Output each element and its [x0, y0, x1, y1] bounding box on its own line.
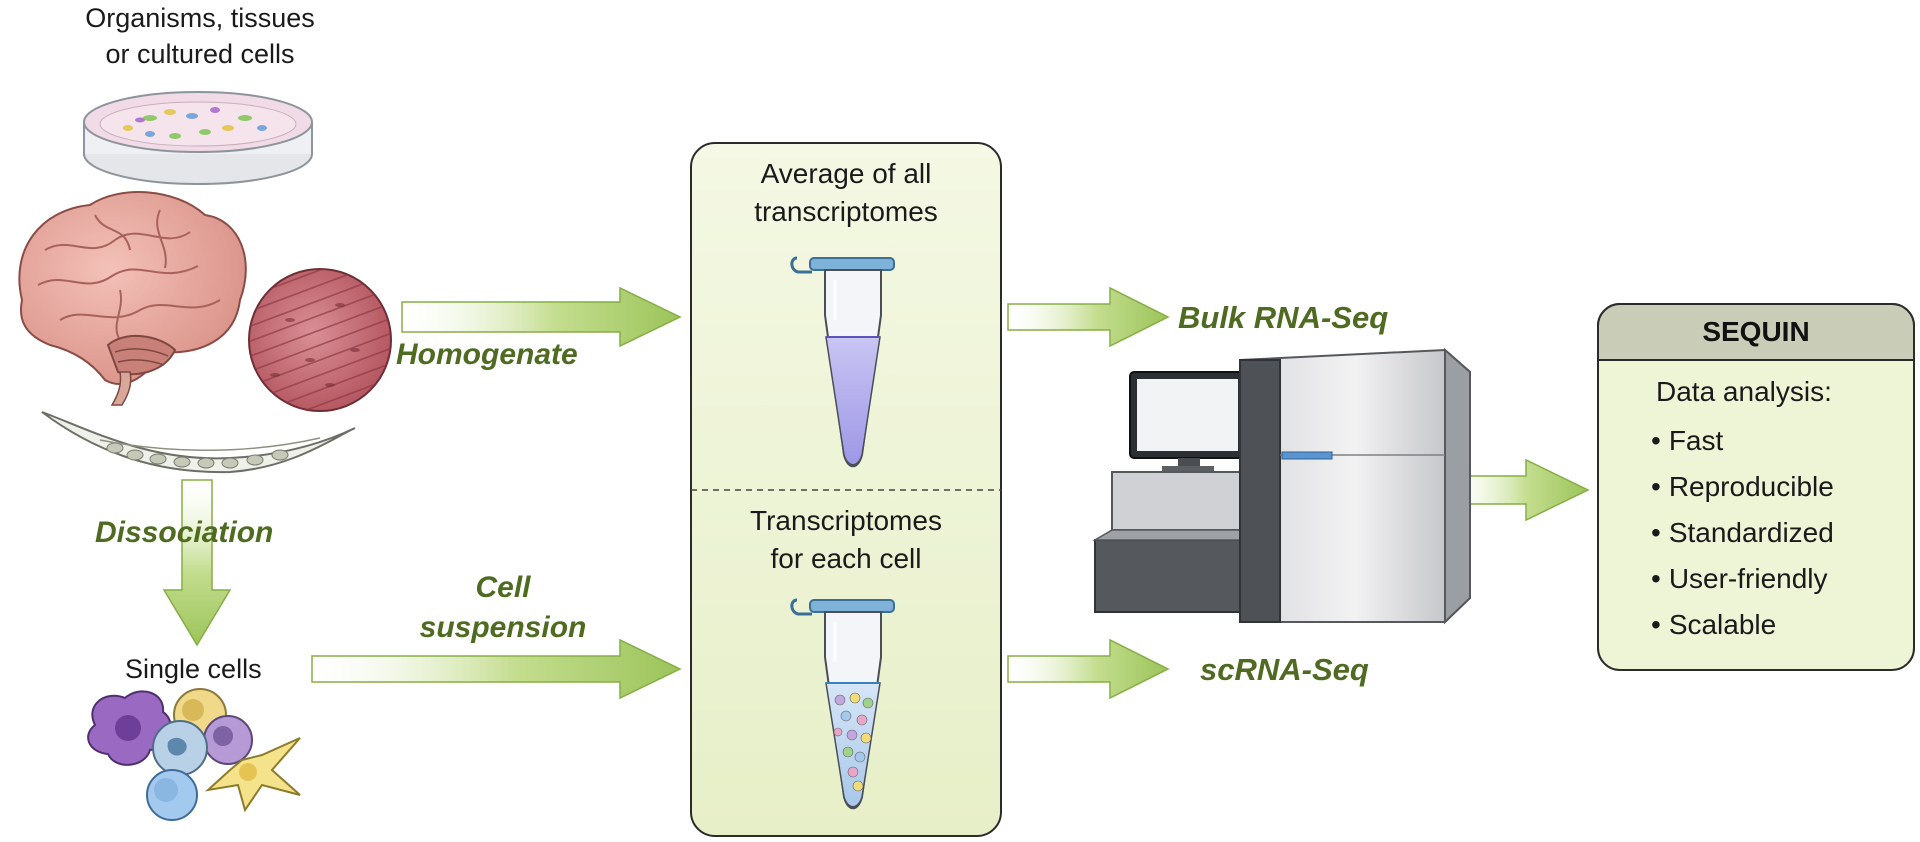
microtube-icon — [790, 256, 895, 468]
cell-suspension-label: Cell suspension — [390, 568, 616, 648]
scrnaseq-label: scRNA-Seq — [1200, 652, 1369, 687]
feature-item: Fast — [1651, 418, 1834, 464]
dissociation-arrow — [162, 479, 232, 647]
bulk-rnaseq-label: Bulk RNA-Seq — [1178, 300, 1389, 335]
source-label: Organisms, tissues or cultured cells — [40, 0, 360, 72]
feature-item: Standardized — [1651, 510, 1834, 556]
sc-arrow — [1007, 638, 1170, 700]
microtube-icon — [790, 598, 895, 810]
analysis-arrow — [1451, 458, 1590, 522]
single-cells-label: Single cells — [125, 654, 262, 684]
homogenate-label: Homogenate — [396, 338, 578, 371]
panel-top-line1: Average of all — [760, 158, 932, 189]
feature-item: User-friendly — [1651, 556, 1834, 602]
sequin-title: SEQUIN — [1702, 316, 1810, 347]
sequin-subtitle: Data analysis: — [1656, 376, 1832, 407]
petri-dish-icon — [83, 91, 313, 185]
panel-top-line2: transcriptomes — [754, 196, 938, 227]
cell-suspension-line2: suspension — [419, 611, 587, 644]
source-label-line2: or cultured cells — [105, 39, 295, 69]
panel-bottom-line2: for each cell — [770, 543, 922, 574]
panel-bottom-line1: Transcriptomes — [750, 505, 942, 536]
sequencer-icon — [1092, 347, 1471, 625]
homogenate-arrow — [401, 286, 682, 348]
muscle-tissue-icon — [248, 268, 392, 412]
sequin-feature-list: Fast Reproducible Standardized User-frie… — [1651, 418, 1834, 648]
source-label-line1: Organisms, tissues — [85, 3, 315, 33]
worm-icon — [41, 411, 356, 474]
feature-item: Scalable — [1651, 602, 1834, 648]
dissociation-label: Dissociation — [95, 516, 274, 549]
bulk-arrow — [1007, 286, 1170, 348]
feature-item: Reproducible — [1651, 464, 1834, 510]
cell-suspension-arrow — [311, 638, 682, 700]
cell-suspension-line1: Cell — [475, 571, 531, 604]
panel-bottom-label: Transcriptomes for each cell — [691, 502, 1001, 578]
panel-top-label: Average of all transcriptomes — [691, 155, 1001, 231]
cells-icon — [87, 688, 301, 821]
transcriptome-panel — [690, 142, 1002, 837]
brain-icon — [18, 191, 247, 406]
